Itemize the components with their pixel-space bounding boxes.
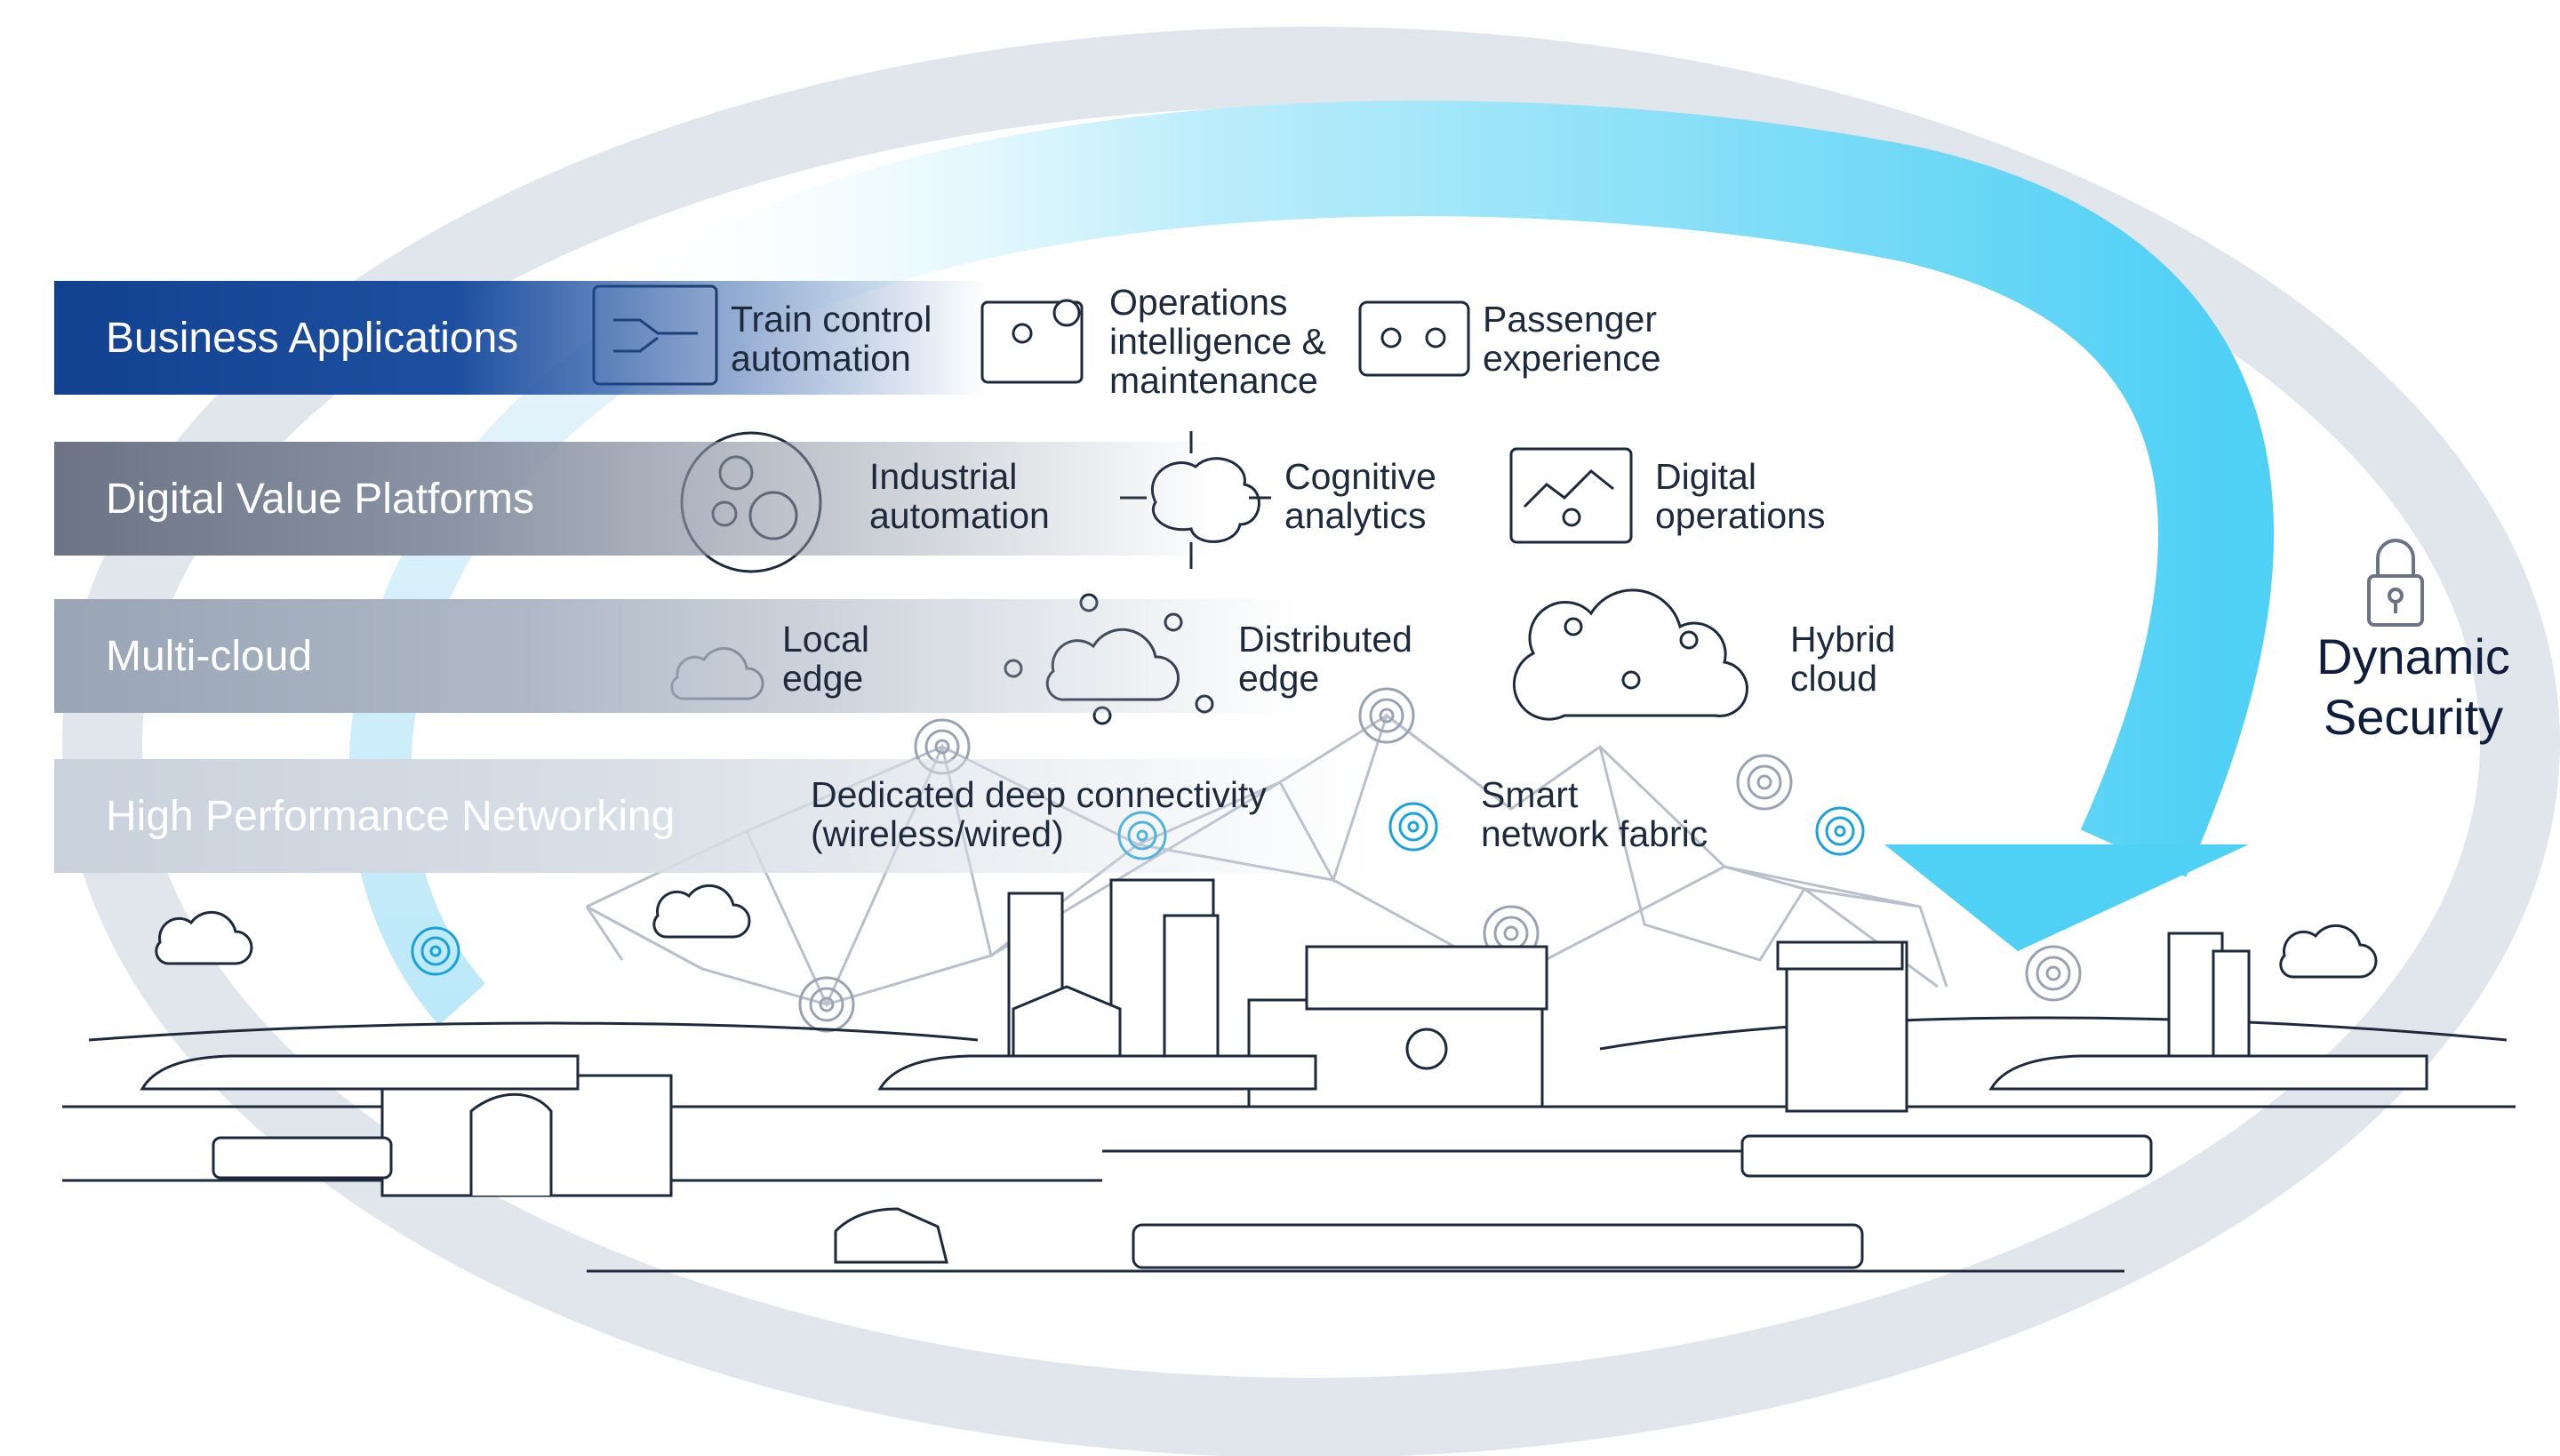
layer-business-applications: Business Applications xyxy=(54,281,1388,395)
caption-digital-ops: Digital operations xyxy=(1655,456,1826,536)
layer-high-performance-networking: High Performance Networking xyxy=(54,759,1610,873)
caption-cognitive: Cognitive analytics xyxy=(1284,456,1436,536)
security-line-1: Dynamic xyxy=(2316,628,2510,684)
layer-title: High Performance Networking xyxy=(106,792,676,840)
layer-multi-cloud: Multi-cloud xyxy=(54,599,1610,713)
lock-icon xyxy=(2367,539,2424,627)
security-ellipse xyxy=(62,27,2560,1456)
landscape-clouds xyxy=(155,884,2378,979)
layer-title: Multi-cloud xyxy=(106,632,313,680)
caption-operations: Operations intelligence & maintenance xyxy=(1109,282,1326,401)
caption-smart-fabric: Smart network fabric xyxy=(1481,774,1708,854)
layer-digital-value-platforms: Digital Value Platforms xyxy=(54,442,1610,556)
caption-passenger: Passenger experience xyxy=(1483,299,1661,379)
signal-nodes xyxy=(798,687,2082,1033)
caption-industrial: Industrial automation xyxy=(869,456,1050,536)
layer-title: Digital Value Platforms xyxy=(106,475,534,523)
caption-distributed-edge: Distributed edge xyxy=(1238,619,1412,699)
caption-train-control: Train control automation xyxy=(731,299,932,379)
caption-local-edge: Local edge xyxy=(782,619,870,699)
trains xyxy=(140,1054,2428,1269)
dynamic-security-label: Dynamic Security xyxy=(2311,627,2516,748)
caption-dedicated: Dedicated deep connectivity (wireless/wi… xyxy=(811,774,1267,854)
city-buildings xyxy=(380,878,2251,1197)
layer-title: Business Applications xyxy=(106,314,519,362)
caption-hybrid: Hybrid cloud xyxy=(1790,619,1896,699)
security-line-2: Security xyxy=(2323,689,2504,745)
